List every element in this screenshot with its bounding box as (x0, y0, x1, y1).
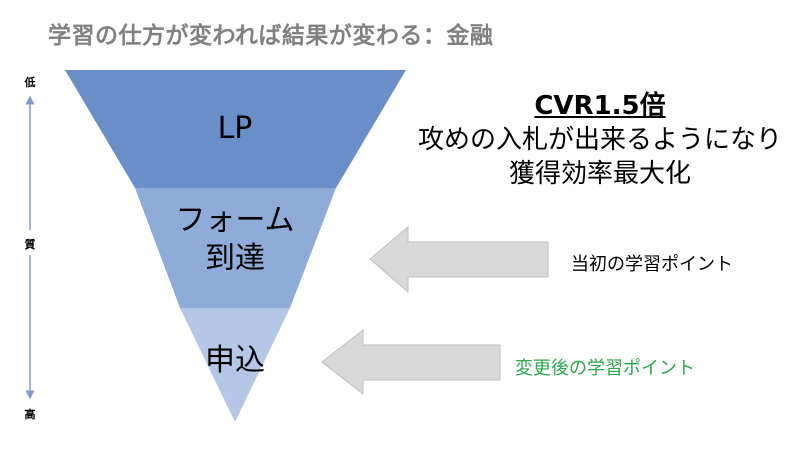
cvr-headline: CVR1.5倍 (534, 91, 666, 121)
axis-label-quality: 質 (24, 238, 36, 251)
page-title: 学習の仕方が変われば結果が変わる：金融 (48, 23, 494, 49)
funnel-segment-lp (65, 70, 406, 188)
segment-label-form: フォーム 到達 (155, 202, 315, 277)
funnel-segment-form (135, 188, 336, 308)
axis-label-low: 低 (24, 76, 36, 89)
segment-label-form-line1: フォーム (175, 203, 295, 238)
cvr-callout: CVR1.5倍 攻めの入札が出来るようになり 獲得効率最大化 (410, 90, 790, 191)
arrow-label-changed: 変更後の学習ポイント (515, 358, 695, 379)
axis-label-high: 高 (24, 408, 36, 421)
cvr-line-1: 攻めの入札が出来るようになり (417, 124, 782, 155)
cvr-line-2: 獲得効率最大化 (508, 158, 691, 189)
funnel-segment-apply (180, 308, 290, 422)
segment-label-form-line2: 到達 (205, 240, 265, 276)
arrow-changed (321, 328, 501, 396)
arrow-label-initial: 当初の学習ポイント (571, 254, 733, 275)
arrow-initial (369, 225, 549, 294)
segment-label-lp: LP (217, 111, 253, 146)
segment-label-apply: 申込 (205, 343, 265, 378)
